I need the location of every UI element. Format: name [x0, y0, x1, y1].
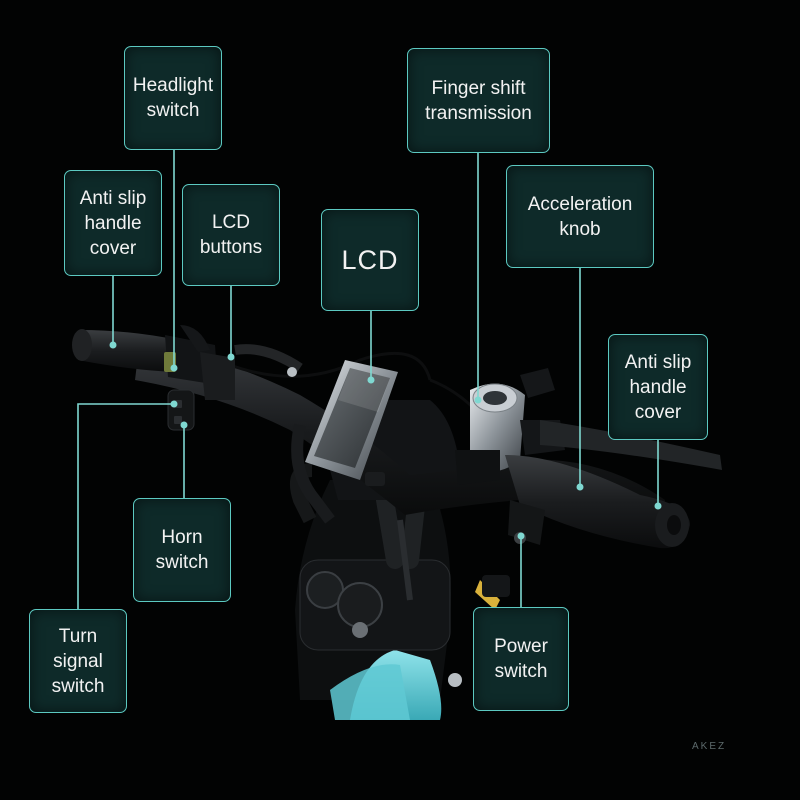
- lcd-display: [305, 360, 398, 486]
- left-controls: [72, 325, 303, 431]
- label-finger-shift-transmission: Finger shift transmission: [407, 48, 550, 153]
- label-acceleration-knob: Acceleration knob: [506, 165, 654, 268]
- label-lcd: LCD: [321, 209, 419, 311]
- label-lcd-buttons: LCD buttons: [182, 184, 280, 286]
- label-anti-slip-handle-cover-right: Anti slip handle cover: [608, 334, 708, 440]
- label-turn-signal-switch: Turn signal switch: [29, 609, 127, 713]
- label-headlight-switch: Headlight switch: [124, 46, 222, 150]
- brand-logo-text: AKEZ: [692, 741, 727, 752]
- leader-lines: [77, 150, 659, 609]
- right-grip: [505, 455, 690, 549]
- label-anti-slip-handle-cover-left: Anti slip handle cover: [64, 170, 162, 276]
- label-horn-switch: Horn switch: [133, 498, 231, 602]
- label-power-switch: Power switch: [473, 607, 569, 711]
- right-controls: [455, 368, 722, 485]
- leader-dots: [109, 341, 662, 540]
